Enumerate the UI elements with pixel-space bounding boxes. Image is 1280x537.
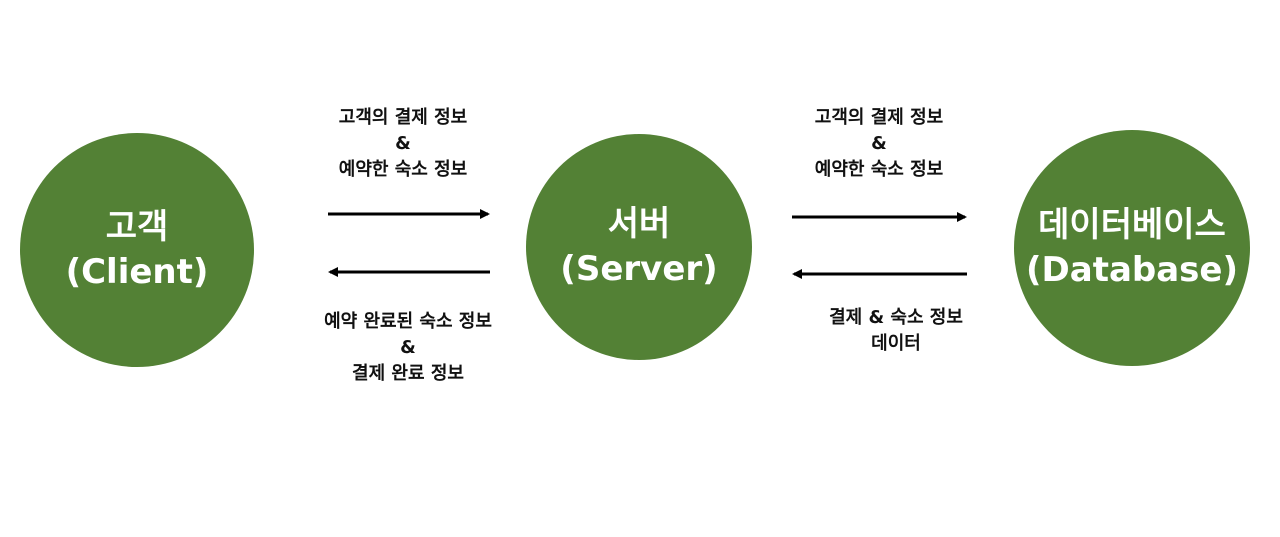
edge-label-line: &	[871, 133, 887, 154]
edge-label-line: 결제 & 숙소 정보	[829, 307, 963, 328]
edge-label-line: 예약 완료된 숙소 정보	[324, 311, 492, 332]
edge-label-server-to-client: 예약 완료된 숙소 정보 & 결제 완료 정보	[290, 309, 526, 387]
edge-label-line: 예약한 숙소 정보	[814, 159, 944, 180]
server-node-subtitle: (Server)	[560, 249, 718, 289]
server-node: 서버 (Server)	[526, 134, 752, 360]
database-node-subtitle: (Database)	[1025, 250, 1239, 290]
client-node-subtitle: (Client)	[65, 252, 209, 292]
edge-label-line: 예약한 숙소 정보	[338, 159, 468, 180]
edge-label-line: &	[400, 337, 416, 358]
edge-label-line: 고객의 결제 정보	[814, 107, 944, 128]
edge-label-line: 데이터	[871, 333, 921, 354]
database-node-title: 데이터베이스	[1038, 205, 1226, 246]
client-node: 고객 (Client)	[20, 133, 254, 367]
server-node-title: 서버	[607, 204, 671, 245]
database-node: 데이터베이스 (Database)	[1014, 130, 1250, 366]
client-node-title: 고객	[105, 207, 169, 248]
edge-label-line: 고객의 결제 정보	[338, 107, 468, 128]
edge-label-line: 결제 완료 정보	[352, 363, 464, 384]
edge-label-server-to-database: 고객의 결제 정보 & 예약한 숙소 정보	[779, 105, 979, 183]
edge-label-line: &	[395, 133, 411, 154]
edge-label-client-to-server: 고객의 결제 정보 & 예약한 숙소 정보	[303, 105, 503, 183]
edge-label-database-to-server: 결제 & 숙소 정보 데이터	[796, 305, 996, 357]
